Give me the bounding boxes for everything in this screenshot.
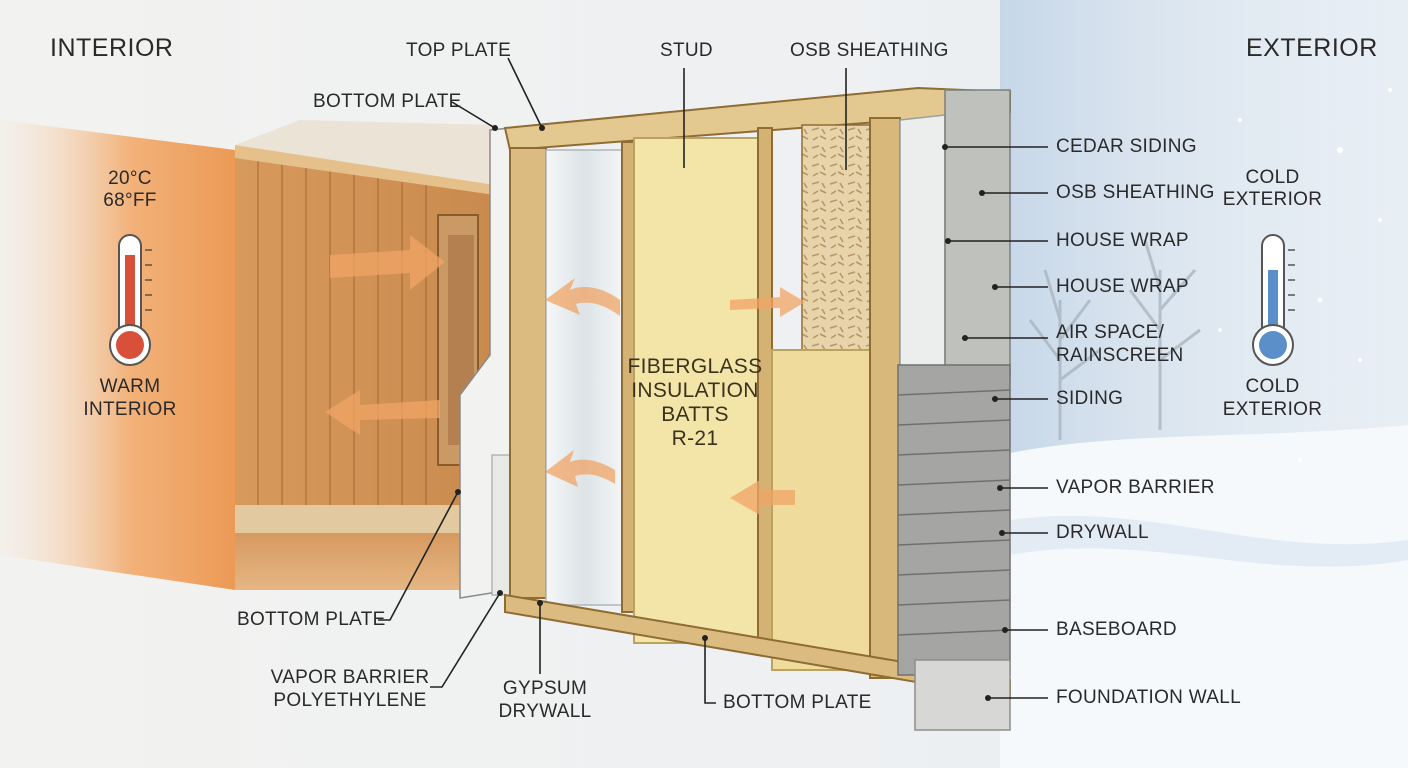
gypsum-label-2: DRYWALL	[498, 701, 592, 722]
right-label-drywall: DRYWALL	[1056, 522, 1149, 543]
right-label-vapor-barrier: VAPOR BARRIER	[1056, 477, 1215, 498]
snow-ground	[1000, 425, 1408, 768]
foundation	[914, 659, 1011, 731]
insulation-label-1: FIBERGLASS	[627, 355, 763, 378]
heat-flow-arrows	[325, 235, 805, 515]
cold-thermometer	[1252, 234, 1295, 366]
leader-lines	[378, 57, 1048, 704]
osb-top-label: OSB SHEATHING	[790, 40, 949, 61]
stud-exterior	[869, 117, 901, 679]
bottom-plate-center-label: BOTTOM PLATE	[723, 692, 872, 713]
bare-trees	[1028, 239, 1201, 440]
insulation-label-3: BATTS	[661, 403, 729, 426]
crown-molding	[235, 145, 495, 195]
gypsum-label-1: GYPSUM	[502, 678, 588, 699]
right-label-house-wrap-1: HOUSE WRAP	[1056, 230, 1189, 251]
top-plate-label: TOP PLATE	[406, 40, 512, 61]
insulation-label-4: R-21	[671, 427, 719, 450]
fiberglass-batt	[633, 137, 759, 644]
warm-temp-f: 68°FF	[103, 190, 157, 211]
warm-label-1: WARM	[99, 376, 161, 397]
right-label-air-space: AIR SPACE/	[1056, 322, 1165, 343]
insulation-lower	[771, 349, 871, 671]
snow-drift	[1010, 515, 1408, 567]
snowflakes	[1218, 88, 1392, 462]
room-baseboard	[235, 505, 495, 533]
right-label-rainscreen: RAINSCREEN	[1056, 345, 1184, 366]
leader-dots	[455, 125, 1008, 701]
wood-paneling	[257, 158, 427, 505]
warm-label-2: INTERIOR	[83, 399, 177, 420]
osb-panel	[801, 124, 873, 356]
insulation-label-2: INSULATION	[631, 379, 759, 402]
right-label-siding: SIDING	[1056, 388, 1124, 409]
vapor-barrier-label-1: VAPOR BARRIER	[270, 667, 430, 688]
right-label-cedar-siding: CEDAR SIDING	[1056, 136, 1197, 157]
room-ceiling	[235, 120, 495, 185]
right-label-osb-sheathing: OSB SHEATHING	[1056, 182, 1215, 203]
warm-temp-c: 20°C	[108, 168, 152, 189]
bottom-plate-top-label: BOTTOM PLATE	[313, 91, 462, 112]
right-label-house-wrap-2: HOUSE WRAP	[1056, 276, 1189, 297]
warm-thermometer	[109, 234, 152, 366]
cedar-siding-top	[944, 89, 1011, 376]
room-back-wall	[235, 150, 495, 510]
bottom-plate-left-label: BOTTOM PLATE	[237, 609, 386, 630]
house-wrap-layer	[899, 114, 946, 397]
exterior-heading: EXTERIOR	[1246, 34, 1378, 62]
cold-top-2: EXTERIOR	[1222, 189, 1323, 210]
cold-bottom-2: EXTERIOR	[1222, 399, 1323, 420]
right-label-foundation-wall: FOUNDATION WALL	[1056, 687, 1242, 708]
drywall-lower	[491, 454, 511, 596]
cold-bottom-1: COLD	[1245, 376, 1300, 397]
vapor-barrier-poly	[545, 149, 623, 606]
stud-label: STUD	[660, 40, 713, 61]
interior-heading: INTERIOR	[50, 34, 174, 62]
right-label-baseboard: BASEBOARD	[1056, 619, 1177, 640]
cold-top-1: COLD	[1245, 167, 1300, 188]
lap-siding	[897, 364, 1011, 676]
vapor-barrier-label-2: POLYETHYLENE	[273, 690, 427, 711]
stud-left	[509, 147, 547, 599]
